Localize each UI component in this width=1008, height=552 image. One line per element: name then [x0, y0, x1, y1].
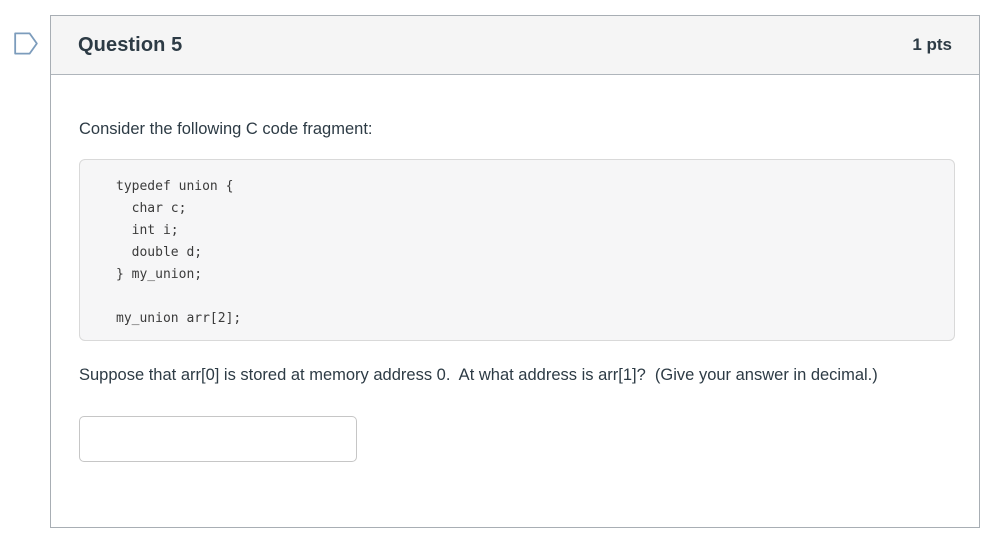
question-header: Question 5 1 pts	[51, 16, 979, 75]
code-snippet: typedef union { char c; int i; double d;…	[79, 159, 955, 341]
question-card: Question 5 1 pts Consider the following …	[50, 15, 980, 528]
question-intro-text: Consider the following C code fragment:	[79, 120, 373, 138]
question-prompt-text: Suppose that arr[0] is stored at memory …	[79, 366, 878, 384]
question-body: Consider the following C code fragment: …	[51, 75, 979, 462]
answer-input[interactable]	[79, 416, 357, 462]
bookmark-flag-icon[interactable]	[13, 31, 39, 56]
question-title: Question 5	[78, 33, 183, 56]
question-points-badge: 1 pts	[912, 35, 952, 54]
